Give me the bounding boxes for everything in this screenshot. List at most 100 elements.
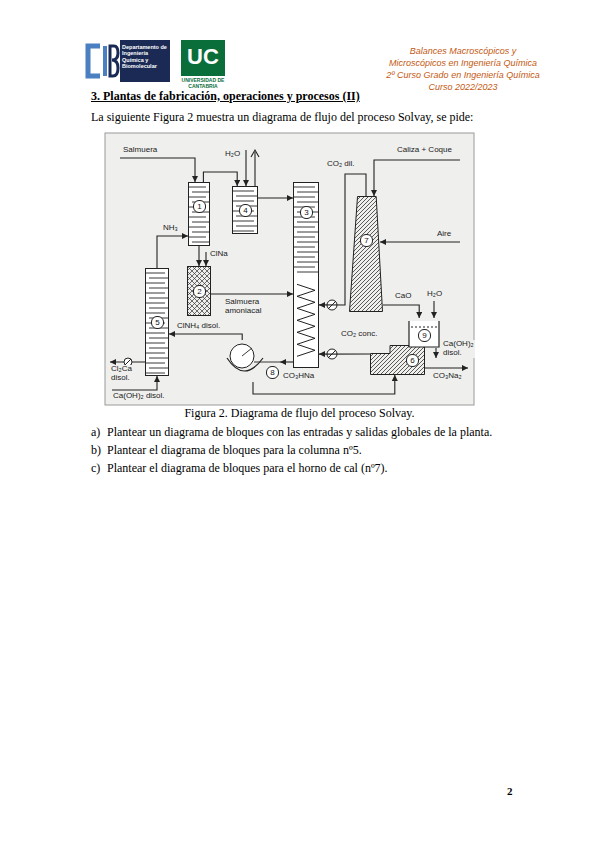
lime-milk-out — [435, 348, 436, 358]
callout-number: 9 — [418, 329, 431, 342]
stream-label: CO₃Na₂ — [432, 372, 463, 381]
figure-line — [233, 231, 254, 232]
vent-symbol — [251, 150, 259, 157]
page-number: 2 — [507, 785, 513, 797]
water-feed — [245, 150, 246, 186]
process-stream — [198, 246, 199, 266]
figure-line — [192, 222, 209, 223]
item-letter: c) — [91, 461, 100, 476]
figure-line — [294, 257, 315, 258]
figure-line — [242, 348, 252, 356]
figure-polyline — [297, 284, 315, 356]
figure-line — [189, 217, 206, 218]
stream-label: Caliza + Coque — [396, 146, 453, 155]
figure-line — [149, 308, 168, 309]
figure-rect — [146, 269, 169, 376]
figure-line — [297, 232, 318, 233]
soda-out — [425, 367, 468, 368]
logo-letter — [88, 46, 100, 76]
air-feed — [380, 241, 460, 242]
figure-line — [149, 298, 168, 299]
figure-line — [149, 358, 168, 359]
figure-line — [236, 196, 257, 197]
item-text: Plantear un diagrama de bloques con las … — [107, 425, 492, 440]
logo-letters: UC — [181, 44, 225, 70]
logo-ground — [80, 40, 120, 82]
header-line: Balances Macroscópicos y — [383, 46, 543, 56]
stream-label: CO₂ dil. — [326, 160, 356, 169]
figure-line — [189, 197, 206, 198]
stream-label: Aire — [436, 230, 452, 239]
process-stream — [169, 334, 242, 340]
figure-path — [409, 321, 439, 347]
figure-path — [371, 346, 425, 375]
figure-line — [297, 202, 318, 203]
stream-label: CO₃HNa — [282, 372, 315, 381]
header-line: 2º Curso Grado en Ingeniería Química — [383, 70, 543, 80]
lime-kiln: 7 — [349, 196, 383, 312]
external-streams — [110, 150, 468, 390]
figure-line — [149, 278, 168, 279]
salt-saturator: 2 — [187, 266, 211, 316]
figure-line — [294, 267, 315, 268]
ammonia-recovery-column: 5 — [145, 268, 169, 376]
carbonation-column: 3 — [293, 182, 319, 368]
process-stream — [258, 197, 293, 198]
figure-line — [192, 242, 209, 243]
figure-line — [294, 237, 315, 238]
lime-slaker: 9 — [408, 318, 440, 348]
process-stream — [280, 361, 293, 362]
limestone-feed — [374, 160, 460, 196]
figure-line — [146, 343, 165, 344]
callout-number: 3 — [300, 206, 313, 219]
figure-line — [297, 252, 318, 253]
figure-line — [236, 226, 257, 227]
logo-letter — [103, 46, 107, 76]
figure-rect — [188, 267, 211, 316]
figure-line — [233, 201, 254, 202]
callout-number: 8 — [266, 366, 279, 379]
figure-line — [411, 327, 437, 328]
figure-line — [189, 237, 206, 238]
logo-panel — [120, 40, 170, 82]
figure-line — [294, 187, 315, 188]
figure-line — [149, 368, 168, 369]
figure-line — [189, 227, 206, 228]
calciner: 6 — [370, 345, 425, 375]
figure-circle — [230, 344, 254, 368]
salt-feed — [205, 252, 206, 266]
figure-line — [149, 338, 168, 339]
stream-label: Ca(OH)₂ disol. — [442, 340, 475, 358]
callout-number: 7 — [360, 234, 373, 247]
figure-line — [294, 197, 315, 198]
figure-line — [146, 313, 165, 314]
washing-column: 4 — [232, 186, 258, 234]
figure-polygon — [350, 197, 383, 312]
stream-label: ClNH₄ disol. — [176, 322, 221, 331]
figure-line — [297, 192, 318, 193]
stream-label: H₂O — [224, 150, 241, 159]
department-logo — [80, 40, 170, 82]
process-stream — [157, 236, 188, 268]
figure-rect — [189, 183, 210, 246]
logo-caption: UNIVERSIDAD DE CANTABRIA — [181, 78, 225, 90]
stream-label: Cl₂Ca disol. — [110, 365, 142, 383]
figure-line — [149, 348, 168, 349]
process-stream — [211, 293, 293, 294]
figure-line — [189, 187, 206, 188]
callout-number: 4 — [239, 204, 252, 217]
figure-line — [233, 191, 254, 192]
figure-rect — [233, 187, 258, 234]
callout-number: 1 — [193, 200, 206, 213]
item-letter: a) — [91, 425, 100, 440]
process-stream — [319, 353, 370, 354]
stream-label: CO₂ conc. — [340, 330, 378, 339]
figure-line — [294, 227, 315, 228]
figure-line — [297, 272, 318, 273]
intro-paragraph: La siguiente Figura 2 muestra un diagram… — [91, 110, 473, 125]
stream-label: H₂O — [426, 290, 443, 299]
figure-line — [297, 222, 318, 223]
